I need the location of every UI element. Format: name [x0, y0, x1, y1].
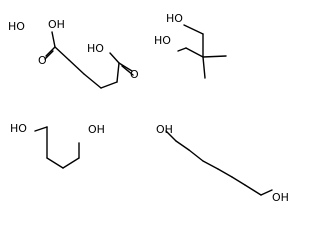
label-oh: OH	[88, 123, 105, 136]
label-oh: OH	[272, 191, 289, 204]
label-o: O	[130, 68, 139, 81]
label-ho: HO	[10, 122, 27, 135]
bond	[118, 62, 133, 72]
bond	[109, 52, 120, 64]
molecule-butanediol: HO OH	[10, 122, 105, 169]
label-o: O	[38, 54, 47, 67]
bond	[217, 168, 233, 178]
bond	[54, 46, 70, 61]
bond	[260, 189, 273, 196]
bond	[183, 24, 204, 35]
bond	[202, 160, 219, 170]
bond	[177, 47, 187, 52]
label-ho: HO	[154, 34, 171, 47]
label-ho: HO	[87, 42, 104, 55]
molecule-adipic-acid: HO OH O HO O	[8, 18, 139, 89]
bond	[231, 176, 246, 186]
bond	[202, 56, 206, 79]
chemical-structures-canvas: HO OH O HO O HO HO HO OH OH OH	[8, 12, 289, 204]
bond	[244, 184, 262, 196]
bond	[46, 157, 64, 169]
bond	[45, 46, 56, 57]
label-oh: OH	[156, 123, 173, 136]
bond	[116, 62, 120, 83]
bond	[188, 149, 204, 162]
label-ho: HO	[166, 12, 183, 25]
bond	[100, 81, 118, 89]
molecule-hexanediol: OH OH	[156, 123, 289, 204]
double-bond	[121, 65, 134, 76]
bond	[165, 130, 177, 142]
bond	[83, 73, 102, 89]
label-oh: OH	[48, 18, 65, 31]
bond	[202, 55, 227, 58]
bond	[175, 140, 190, 151]
bond	[68, 59, 85, 75]
bond	[62, 157, 80, 169]
molecule-neopentyl-glycol: HO HO	[154, 12, 227, 79]
bond	[51, 31, 56, 48]
bond	[34, 126, 48, 132]
label-ho: HO	[8, 20, 25, 33]
double-bond	[44, 50, 54, 60]
bond	[185, 47, 204, 58]
